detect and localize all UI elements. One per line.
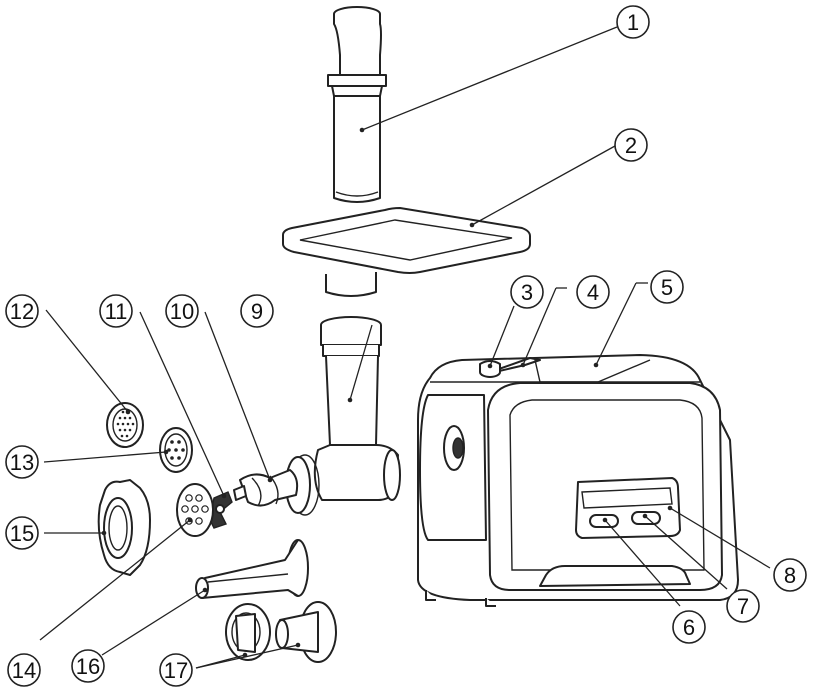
callout-13-label: 13: [10, 450, 34, 475]
callout-15-label: 15: [10, 521, 34, 546]
callout-10: 10: [165, 294, 199, 328]
callout-14: 14: [7, 653, 41, 687]
callout-6: 6: [672, 610, 706, 644]
callout-1-label: 1: [627, 10, 639, 35]
callout-2-label: 2: [625, 133, 637, 158]
callout-2: 2: [614, 128, 648, 162]
fine-plate: [106, 402, 144, 448]
callout-7: 7: [726, 589, 760, 623]
callout-17-label: 17: [164, 658, 188, 683]
callout-5: 5: [650, 270, 684, 304]
callout-17: 17: [159, 653, 193, 687]
callout-11-label: 11: [105, 299, 128, 324]
callout-16: 16: [71, 649, 105, 683]
callout-13: 13: [5, 445, 39, 479]
callout-11: 11: [99, 294, 133, 328]
callout-7-label: 7: [737, 594, 749, 619]
callout-12-label: 12: [10, 299, 34, 324]
callout-16-label: 16: [76, 654, 100, 679]
callout-3: 3: [510, 275, 544, 309]
medium-plate: [159, 427, 193, 473]
leader-dots: [101, 127, 673, 658]
tray: [282, 207, 531, 297]
auger: [233, 469, 299, 507]
callout-8-label: 8: [784, 563, 796, 588]
callout-9-label: 9: [251, 299, 263, 324]
sausage-tube: [195, 539, 309, 599]
kibbe-attachment: [225, 601, 337, 663]
grinder-head: [285, 316, 401, 516]
ring-nut: [97, 479, 151, 576]
callout-10-label: 10: [170, 299, 194, 324]
callout-15: 15: [5, 516, 39, 550]
callout-5-label: 5: [661, 275, 673, 300]
coarse-plate: [176, 483, 214, 537]
callout-4-label: 4: [587, 280, 599, 305]
callout-6-label: 6: [683, 615, 695, 640]
motor-housing: [417, 354, 739, 607]
callout-14-label: 14: [12, 658, 36, 683]
leader-lines: [39, 26, 771, 669]
callout-1: 1: [616, 5, 650, 39]
pusher: [327, 6, 387, 203]
callout-9: 9: [240, 294, 274, 328]
callout-8: 8: [773, 558, 807, 592]
callout-12: 12: [5, 294, 39, 328]
callout-4: 4: [576, 275, 610, 309]
blade: [207, 491, 233, 529]
callout-3-label: 3: [521, 280, 533, 305]
